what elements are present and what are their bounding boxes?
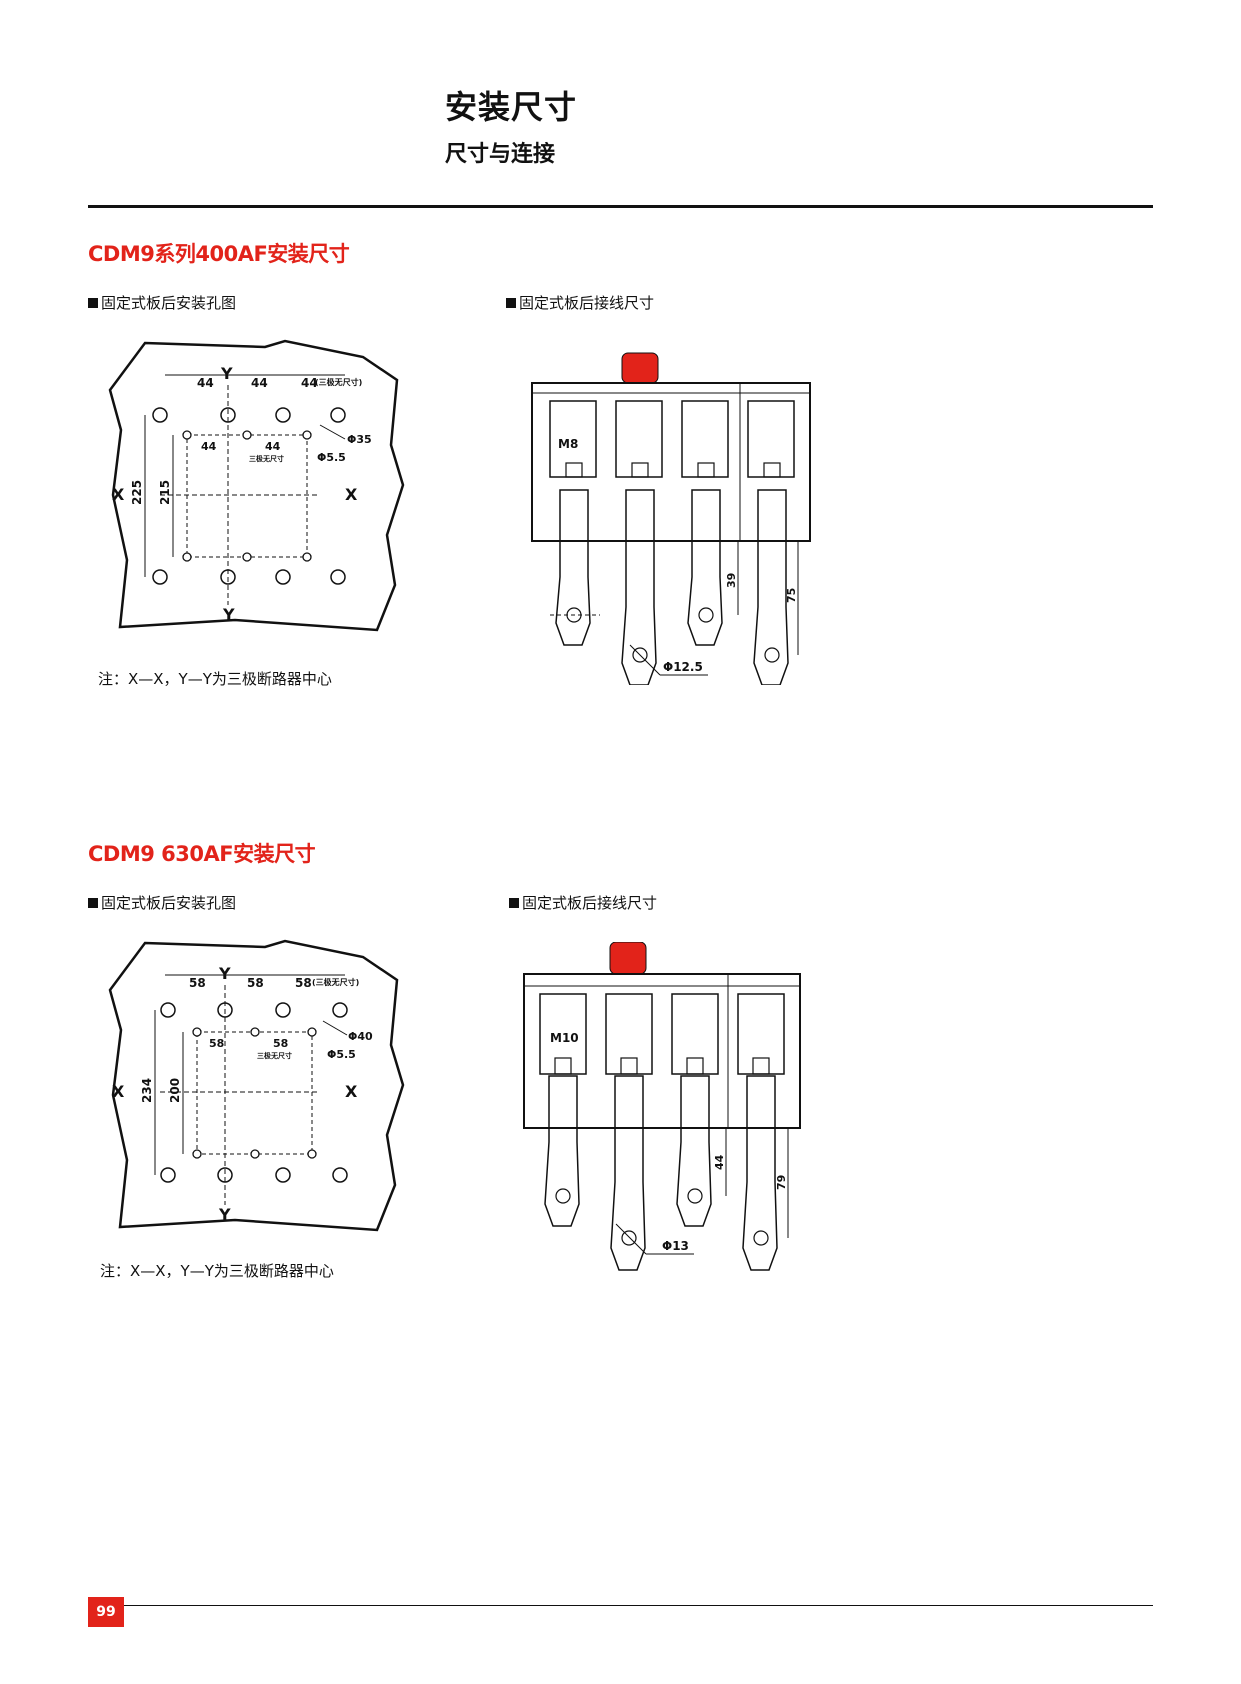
inner-pitch-note: 三极无尺寸 — [257, 1051, 292, 1060]
x-axis-label-right: X — [345, 1082, 358, 1101]
mounting-hole-drawing-630af: 58 58 58 (三极无尺寸) Y Y X X 58 58 三极无尺寸 Φ40… — [108, 939, 405, 1232]
section-title-400af: CDM9系列400AF安装尺寸 — [88, 242, 350, 266]
terminal-hole-label: Φ13 — [662, 1239, 689, 1253]
pitch-label: 58 — [189, 976, 206, 990]
pitch-label: 58 — [247, 976, 264, 990]
small-hole-label: Φ5.5 — [317, 451, 346, 464]
mounting-hole-drawing-400af: 44 44 44 (三极无尺寸) Y Y X X 44 44 三极无尺寸 Φ35… — [108, 339, 405, 632]
outer-height-label: 234 — [140, 1078, 154, 1103]
axis-note: 注：X—X，Y—Y为三极断路器中心 — [100, 1262, 334, 1280]
dim-short-label: 39 — [725, 573, 738, 588]
pitch-label: 44 — [301, 376, 318, 390]
y-axis-label-bottom: Y — [222, 605, 235, 624]
bullet-square-icon — [506, 298, 516, 308]
bullet-square-icon — [88, 298, 98, 308]
header-divider — [88, 205, 1153, 208]
caption-hole-diagram: 固定式板后安装孔图 — [88, 292, 236, 313]
inner-pitch-label: 44 — [265, 440, 281, 453]
y-axis-label-top: Y — [218, 964, 231, 983]
inner-pitch-note: 三极无尺寸 — [249, 454, 284, 463]
pitch-note: (三极无尺寸) — [312, 977, 359, 987]
bolt-size-label: M8 — [558, 437, 578, 451]
footer-divider — [118, 1605, 1153, 1606]
x-axis-label-left: X — [112, 485, 125, 504]
y-axis-label-bottom: Y — [218, 1205, 231, 1224]
terminal-hole-label: Φ12.5 — [663, 660, 703, 674]
axis-note: 注：X—X，Y—Y为三极断路器中心 — [98, 670, 332, 688]
inner-height-label: 200 — [168, 1078, 182, 1103]
x-axis-label-right: X — [345, 485, 358, 504]
terminal-drawing-400af: M8 39 75 Φ12.5 — [531, 352, 811, 685]
large-hole-label: Φ40 — [348, 1030, 373, 1043]
bolt-size-label: M10 — [550, 1031, 579, 1045]
terminal-drawing-630af: M10 44 79 Φ13 — [523, 942, 801, 1271]
outer-height-label: 225 — [130, 480, 144, 505]
bullet-square-icon — [88, 898, 98, 908]
pitch-label: 44 — [251, 376, 268, 390]
inner-height-label: 215 — [158, 480, 172, 505]
pitch-label: 58 — [295, 976, 312, 990]
caption-terminal-diagram: 固定式板后接线尺寸 — [506, 292, 654, 313]
large-hole-label: Φ35 — [347, 433, 372, 446]
inner-pitch-label: 58 — [273, 1037, 288, 1050]
x-axis-label-left: X — [112, 1082, 125, 1101]
section-title-630af: CDM9 630AF安装尺寸 — [88, 842, 316, 866]
dim-long-label: 79 — [775, 1175, 788, 1190]
caption-terminal-diagram: 固定式板后接线尺寸 — [509, 892, 657, 913]
small-hole-label: Φ5.5 — [327, 1048, 356, 1061]
pitch-label: 44 — [197, 376, 214, 390]
inner-pitch-label: 44 — [201, 440, 217, 453]
caption-hole-diagram: 固定式板后安装孔图 — [88, 892, 236, 913]
page-title: 安装尺寸 — [445, 88, 578, 126]
y-axis-label-top: Y — [220, 364, 233, 383]
inner-pitch-label: 58 — [209, 1037, 224, 1050]
page-number-badge: 99 — [88, 1597, 124, 1627]
dim-long-label: 75 — [785, 588, 798, 603]
bullet-square-icon — [509, 898, 519, 908]
pitch-note: (三极无尺寸) — [315, 377, 362, 387]
dim-short-label: 44 — [713, 1154, 726, 1170]
page-subtitle: 尺寸与连接 — [445, 142, 556, 167]
